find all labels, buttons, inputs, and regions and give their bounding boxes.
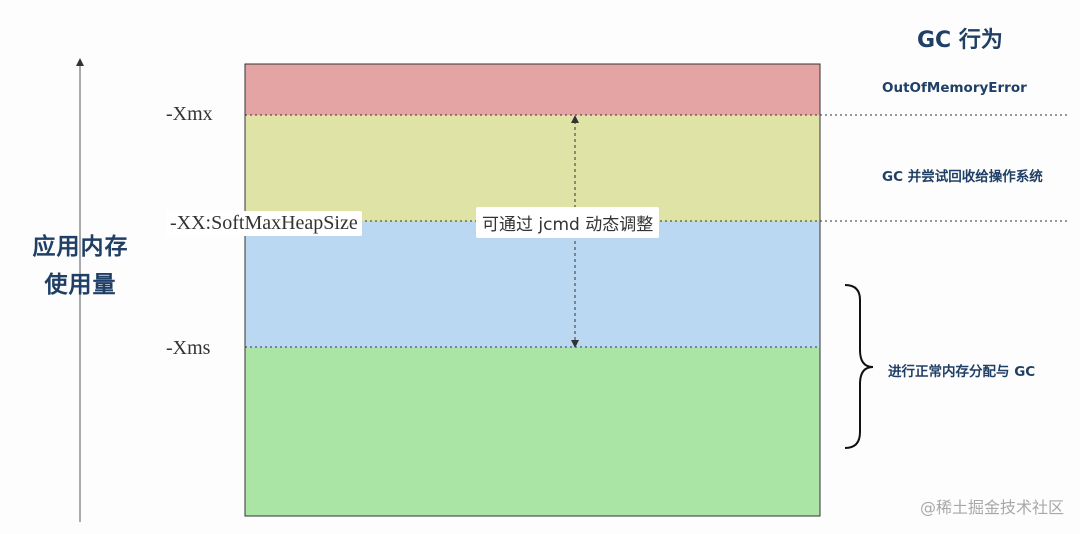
adjust-arrow-bottom (571, 340, 579, 348)
gc-reclaim-text: GC 并尝试回收给操作系统 (882, 169, 1043, 185)
gc-oom-text: OutOfMemoryError (882, 80, 1027, 96)
zone-normal (245, 347, 820, 516)
y-axis-title: 应用内存 使用量 (18, 228, 143, 304)
zone-oom (245, 64, 820, 115)
normal-range-brace (844, 284, 874, 449)
soft-max-label: -XX:SoftMaxHeapSize (166, 211, 362, 236)
zone-reclaim (245, 115, 820, 221)
xms-label: -Xms (166, 337, 211, 359)
watermark: @稀土掘金技术社区 (919, 498, 1064, 517)
xmx-label: -Xmx (166, 103, 213, 125)
zone-soft (245, 221, 820, 347)
heap-border (244, 63, 821, 517)
gc-behavior-header: GC 行为 (917, 28, 1003, 53)
y-axis-title-line-1: 应用内存 (32, 234, 129, 260)
adjust-note: 可通过 jcmd 动态调整 (476, 207, 660, 238)
adjust-arrow-top (571, 115, 579, 123)
y-axis-title-line-2: 使用量 (44, 272, 117, 298)
gc-normal-text: 进行正常内存分配与 GC (888, 364, 1036, 380)
